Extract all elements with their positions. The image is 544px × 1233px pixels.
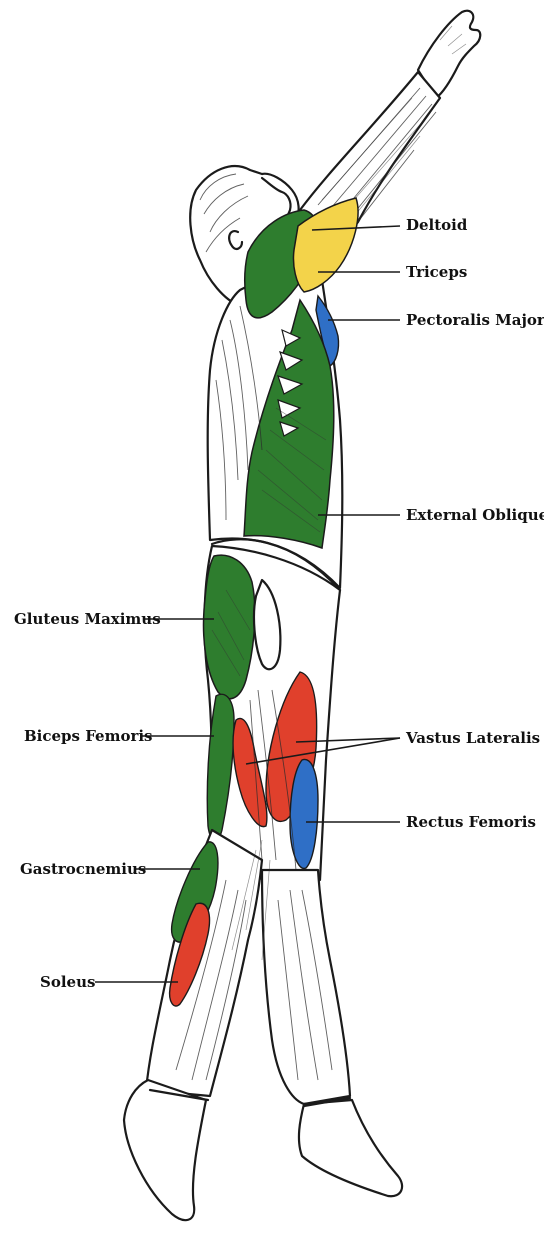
label-external-oblique: External Oblique [406, 506, 544, 524]
label-rectus-femoris: Rectus Femoris [406, 813, 536, 831]
label-gluteus-maximus: Gluteus Maximus [14, 610, 161, 628]
label-triceps: Triceps [406, 263, 467, 281]
label-gastrocnemius: Gastrocnemius [20, 860, 146, 878]
gluteus-maximus-muscle [204, 555, 255, 699]
label-deltoid: Deltoid [406, 216, 467, 234]
label-vastus-lateralis: Vastus Lateralis [406, 729, 540, 747]
label-soleus: Soleus [40, 973, 95, 991]
lower-legs [124, 830, 402, 1220]
hip-thigh [204, 546, 340, 880]
right-foot [299, 1100, 402, 1196]
left-foot [124, 1080, 206, 1220]
label-biceps-femoris: Biceps Femoris [24, 727, 153, 745]
right-calf [262, 870, 350, 1104]
label-pectoralis-major: Pectoralis Major [406, 311, 544, 329]
